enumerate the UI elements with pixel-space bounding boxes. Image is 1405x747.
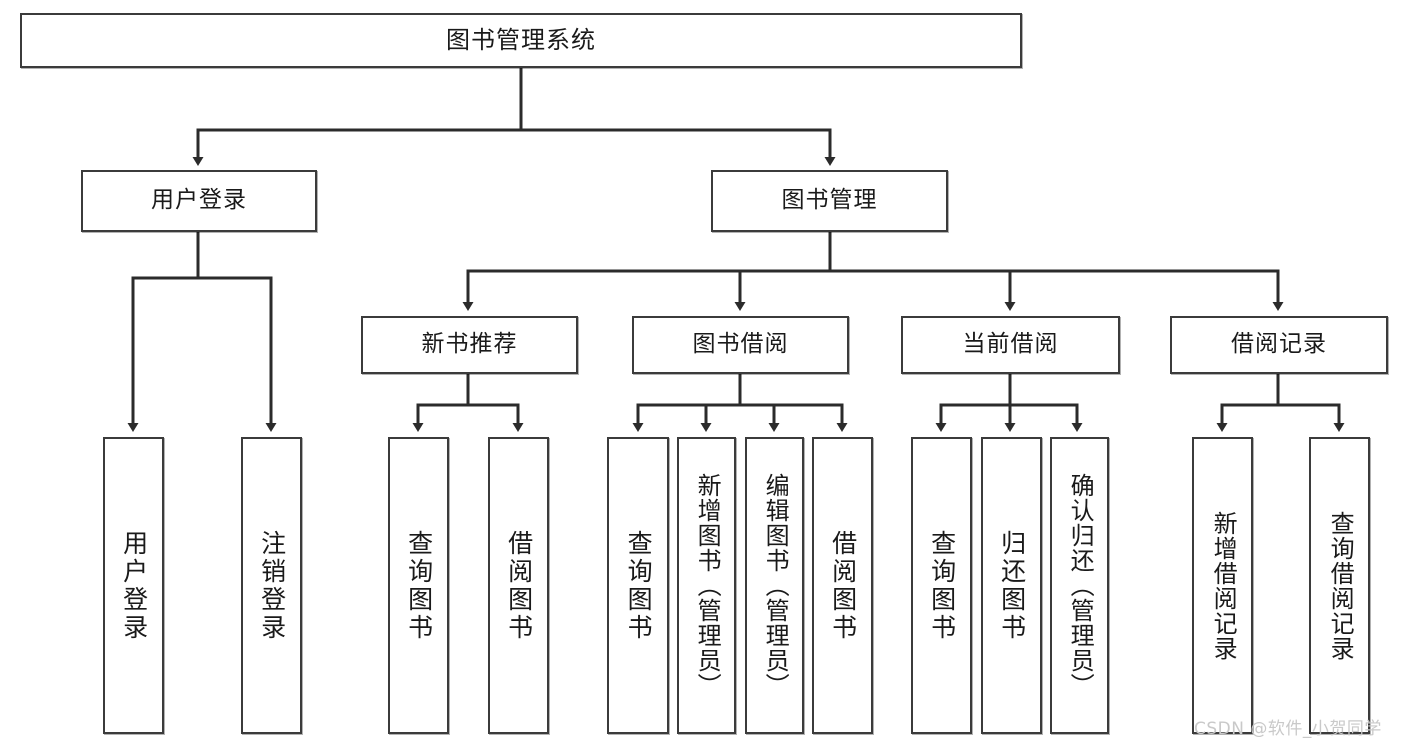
- node-user-login-label: 用户登录: [151, 187, 247, 214]
- leaf-confirm-return-label: 确认归还（管理员）: [1066, 473, 1095, 698]
- node-root-label: 图书管理系统: [446, 26, 596, 55]
- leaf-query-book-2-label: 查询图书: [624, 529, 654, 642]
- leaf-return-book-label: 归还图书: [997, 529, 1027, 642]
- leaf-query-book-2[interactable]: 查询图书: [607, 437, 669, 734]
- leaf-add-record-label: 新增借阅记录: [1209, 510, 1238, 661]
- node-new-book-rec[interactable]: 新书推荐: [361, 316, 578, 374]
- leaf-add-book-label: 新增图书（管理员）: [693, 473, 722, 698]
- leaf-borrow-book-2-label: 借阅图书: [828, 529, 858, 642]
- leaf-add-book[interactable]: 新增图书（管理员）: [677, 437, 736, 734]
- node-new-book-rec-label: 新书推荐: [421, 331, 518, 358]
- leaf-borrow-book-1-label: 借阅图书: [504, 529, 534, 642]
- leaf-query-book-3[interactable]: 查询图书: [911, 437, 972, 734]
- leaf-borrow-book-1[interactable]: 借阅图书: [488, 437, 549, 734]
- leaf-user-login-label: 用户登录: [119, 529, 149, 642]
- node-book-borrow-label: 图书借阅: [692, 331, 789, 358]
- leaf-add-record[interactable]: 新增借阅记录: [1192, 437, 1253, 734]
- leaf-return-book[interactable]: 归还图书: [981, 437, 1042, 734]
- leaf-logout[interactable]: 注销登录: [241, 437, 302, 734]
- leaf-edit-book-label: 编辑图书（管理员）: [761, 473, 790, 698]
- node-book-manage[interactable]: 图书管理: [711, 170, 948, 232]
- node-book-borrow[interactable]: 图书借阅: [632, 316, 849, 374]
- node-user-login[interactable]: 用户登录: [81, 170, 317, 232]
- leaf-confirm-return[interactable]: 确认归还（管理员）: [1050, 437, 1109, 734]
- leaf-user-login[interactable]: 用户登录: [103, 437, 164, 734]
- csdn-watermark: CSDN @软件_小贺同学: [1194, 719, 1382, 739]
- node-borrow-record-label: 借阅记录: [1231, 331, 1327, 358]
- node-current-borrow[interactable]: 当前借阅: [901, 316, 1120, 374]
- leaf-borrow-book-2[interactable]: 借阅图书: [812, 437, 873, 734]
- leaf-query-book-1-label: 查询图书: [404, 529, 434, 642]
- leaf-query-record[interactable]: 查询借阅记录: [1309, 437, 1370, 734]
- node-root[interactable]: 图书管理系统: [20, 13, 1022, 68]
- node-current-borrow-label: 当前借阅: [962, 331, 1059, 358]
- node-borrow-record[interactable]: 借阅记录: [1170, 316, 1388, 374]
- leaf-logout-label: 注销登录: [257, 529, 287, 642]
- leaf-query-book-1[interactable]: 查询图书: [388, 437, 449, 734]
- node-book-manage-label: 图书管理: [781, 187, 878, 214]
- leaf-edit-book[interactable]: 编辑图书（管理员）: [745, 437, 804, 734]
- leaf-query-book-3-label: 查询图书: [927, 529, 957, 642]
- leaf-query-record-label: 查询借阅记录: [1326, 510, 1355, 661]
